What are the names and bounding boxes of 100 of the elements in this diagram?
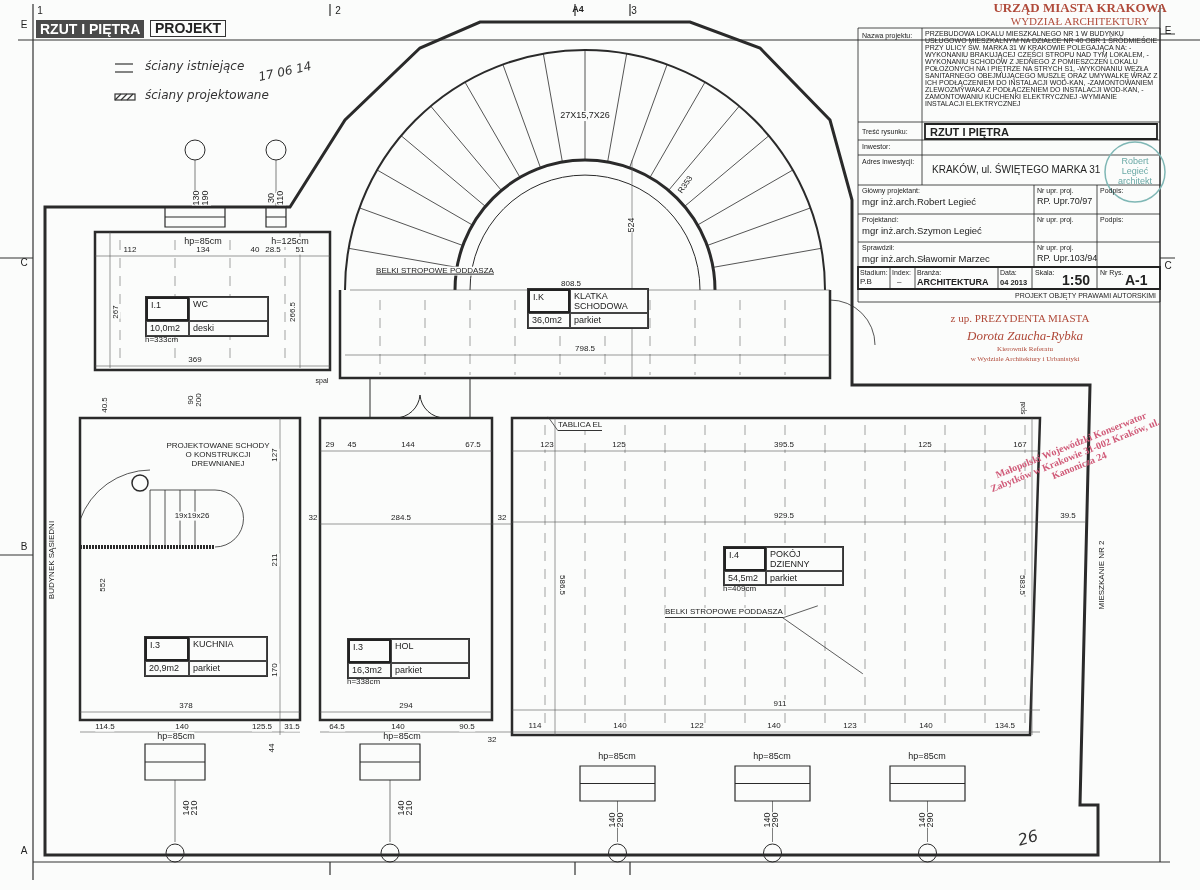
grid-marker: B (20, 540, 28, 552)
dimension-text: 140 (608, 812, 618, 828)
room-label-box (145, 296, 269, 337)
room-number: I.3 (150, 640, 160, 650)
plan-label: hp=85cm (908, 752, 946, 762)
plan-label: hp=85cm (383, 732, 421, 742)
dimension-text: 67.5 (465, 440, 481, 450)
dimension-text: 134.5 (995, 721, 1015, 731)
legend-text: ściany projektowane (145, 89, 269, 103)
room-label-box (347, 638, 470, 679)
dimension-text: 130 (192, 190, 202, 206)
stamp-text: URZĄD MIASTA KRAKOWA (993, 0, 1167, 16)
title-block-text: mgr inż.arch.Sławomir Marzec (862, 254, 990, 264)
dimension-text: 170 (270, 663, 280, 677)
room-label-box (723, 546, 844, 586)
dimension-text: 122 (690, 721, 704, 731)
dimension-text: 524 (627, 217, 637, 233)
dimension-text: 140 (397, 800, 407, 816)
dimension-text: 929.5 (774, 511, 794, 521)
dimension-text: 210 (405, 800, 415, 816)
dimension-text: 28.5 (265, 245, 281, 255)
room-number: I.1 (151, 300, 161, 310)
dimension-text: 31.5 (284, 722, 300, 732)
room-name: WC (193, 299, 208, 309)
plan-label: hp=85cm (753, 752, 791, 762)
dimension-text: 29 (325, 440, 335, 450)
leader-line (782, 605, 819, 619)
title-block-text: RZUT I PIĘTRA (930, 126, 1009, 139)
title-block-text: – (897, 278, 902, 286)
dimension-text: 140 (763, 812, 773, 828)
seal-text: Robert Legieć architekt (1117, 157, 1153, 187)
dimension-text: 140 (767, 721, 781, 731)
dimension-text: 44 (267, 743, 277, 753)
title-block-text: KRAKÓW, ul. ŚWIĘTEGO MARKA 31 (932, 165, 1101, 175)
dimension-text: 167 (1013, 440, 1027, 450)
dimension-text: 40.5 (100, 397, 110, 413)
room-height: h=409cm (723, 585, 757, 594)
dimension-text: 39.5 (1060, 511, 1076, 521)
dimension-text: 134 (196, 245, 210, 255)
dimension-text: 395.5 (774, 440, 794, 450)
dimension-text: 112 (123, 245, 137, 255)
dimension-text: 294 (399, 701, 413, 711)
leader-line (547, 416, 559, 432)
dimension-text: 200 (194, 393, 204, 407)
dimension-text: 140 (613, 721, 627, 731)
room-label-box (144, 636, 268, 677)
dimension-text: 45 (347, 440, 357, 450)
dimension-text: 114.5 (95, 722, 115, 732)
dimension-text: 290 (771, 812, 781, 828)
room-area: 20,9m2 (149, 663, 180, 674)
room-number: I.3 (353, 642, 363, 652)
title-block-text: 1:50 (1062, 273, 1091, 289)
room-name: KUCHNIA (193, 639, 234, 649)
dimension-text: 210 (190, 800, 200, 816)
dimension-text: 114 (528, 721, 542, 731)
title-block-text: A-1 (1125, 273, 1148, 289)
dimension-text: 266.5 (288, 302, 298, 322)
dimension-text: 27X15,7X26 (560, 111, 610, 121)
room-label-box (527, 288, 649, 329)
room-name: POKÓJ DZIENNY (770, 549, 810, 570)
room-name: HOL (395, 641, 414, 651)
room-area: 10,0m2 (150, 323, 181, 334)
dimension-text: 90 (186, 395, 196, 405)
dimension-text: 51 (295, 245, 305, 255)
title-block-text: mgr inż.arch.Robert Legieć (862, 197, 977, 207)
plan-label: BUDYNEK SĄSIEDNI (47, 520, 57, 600)
dimension-text: 290 (616, 812, 626, 828)
dimension-text: 19x19x26 (174, 511, 210, 521)
drawing-title: RZUT I PIĘTRA (36, 20, 145, 38)
dimension-text: 552 (98, 578, 108, 592)
callout-text: TABLICA EL (558, 421, 603, 431)
heading-text: PROJEKT (150, 20, 227, 38)
dimension-text: 586.5 (557, 575, 567, 595)
room-number: I.K (533, 292, 544, 302)
plan-label: hp=85cm (598, 752, 636, 762)
grid-marker: E (1164, 24, 1172, 36)
handwritten-note: 17 06 14 (257, 60, 313, 84)
dimension-text: 911 (773, 699, 787, 709)
dimension-text: 90.5 (459, 722, 475, 732)
dimension-text: 32 (487, 735, 497, 745)
plan-label: BELKI STROPOWE PODDASZA (376, 266, 494, 276)
room-name: KLATKA SCHODOWA (574, 291, 628, 312)
grid-marker: A4 (572, 5, 584, 15)
grid-marker: A (20, 844, 28, 856)
legend-text: ściany istniejące (145, 60, 245, 74)
dimension-text: 140 (182, 800, 192, 816)
room-area: 16,3m2 (352, 665, 383, 676)
dimension-text: 211 (270, 553, 280, 567)
dimension-text: 64.5 (329, 722, 345, 732)
grid-marker: C (1164, 259, 1172, 271)
dimension-text: 140 (918, 812, 928, 828)
dimension-text: 123 (540, 440, 554, 450)
room-number: I.4 (729, 550, 739, 560)
stamp-text: Dorota Zaucha-Rybka (967, 328, 1083, 344)
dimension-text: 32 (308, 513, 318, 523)
dimension-text: 30 (267, 193, 277, 203)
room-height: h=333cm (145, 336, 179, 345)
dimension-text: 369 (188, 355, 202, 365)
title-block-text: RP. Upr.70/97 (1037, 197, 1093, 206)
dimension-text: 40 (250, 245, 260, 255)
